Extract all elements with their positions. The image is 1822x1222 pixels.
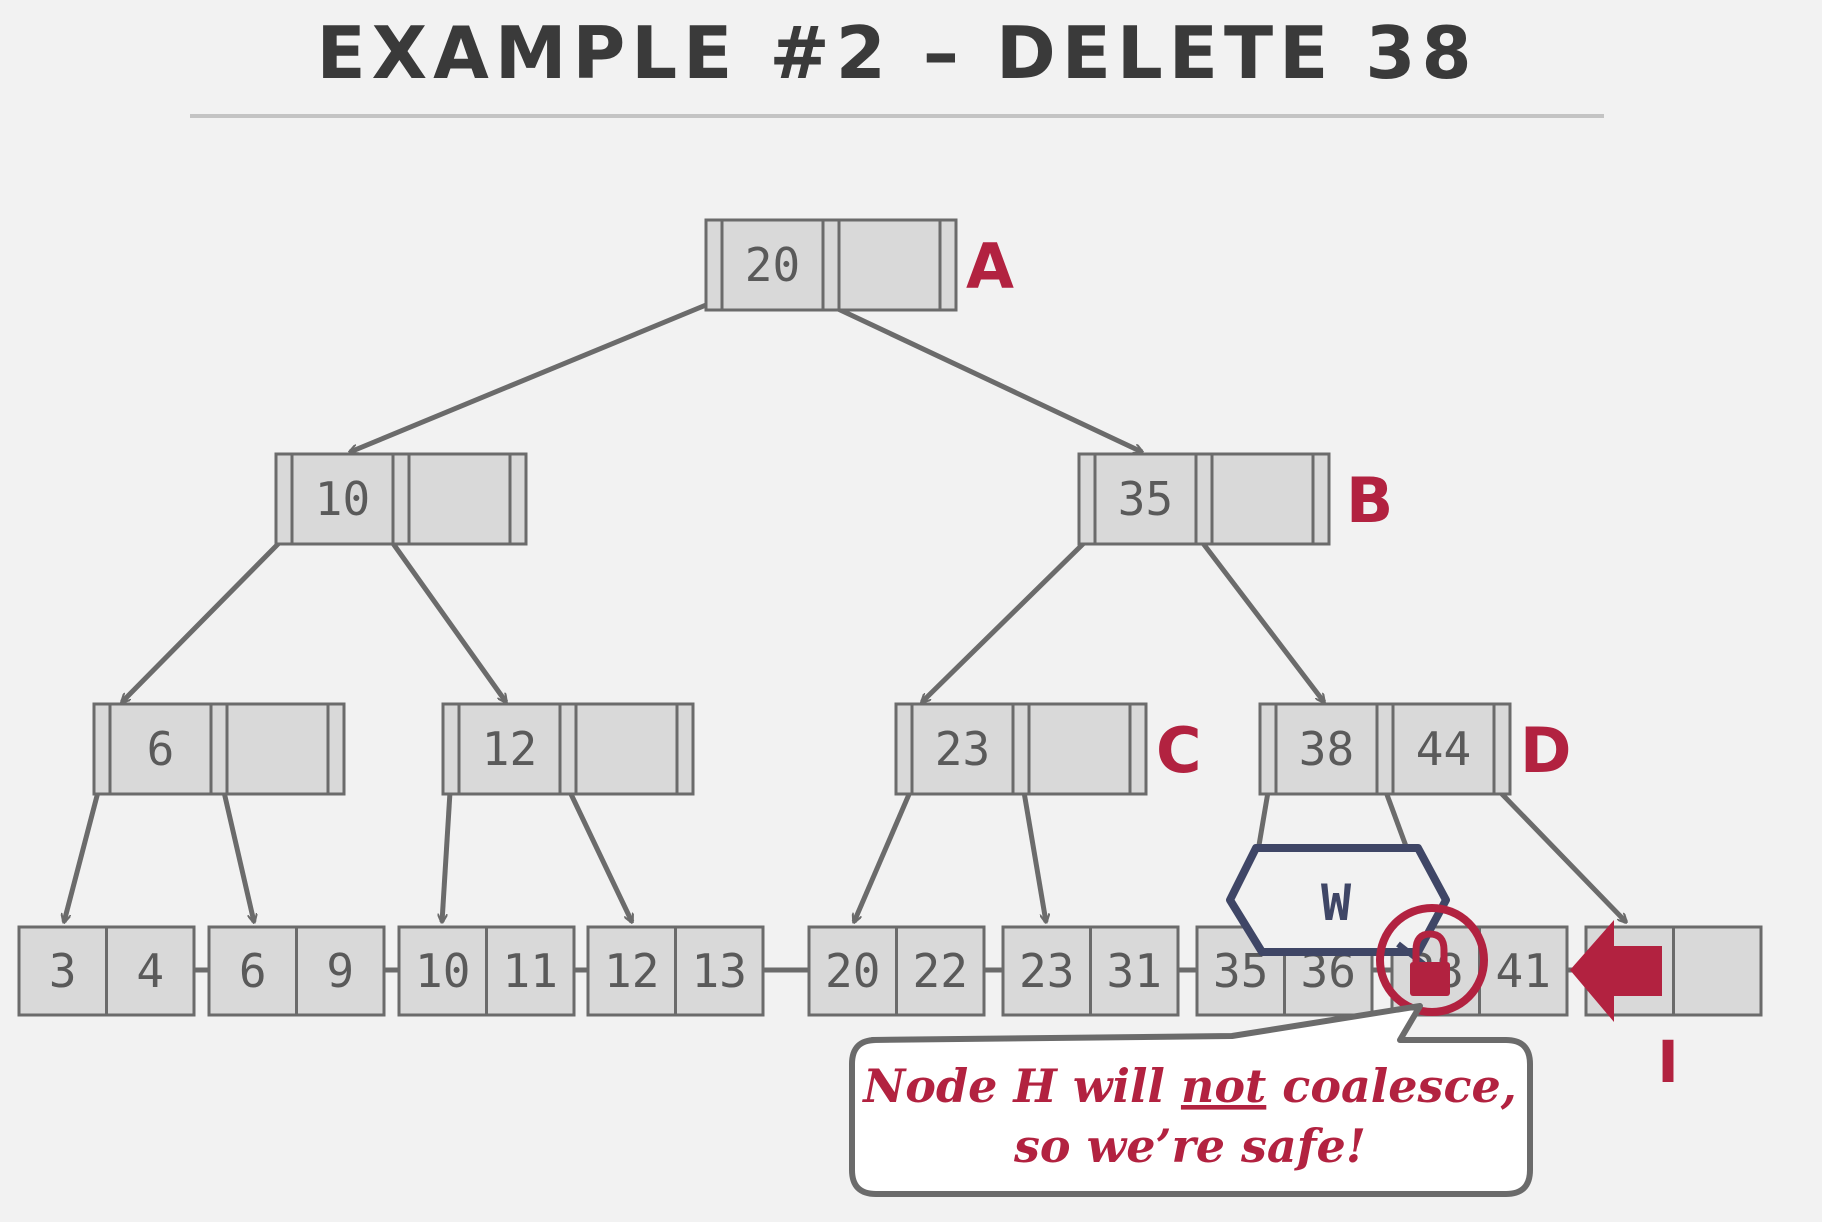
- inner-node-12: 12: [441, 702, 695, 796]
- edge-left-inner-1: [122, 540, 282, 702]
- node-label: D: [1520, 714, 1571, 787]
- callout-line-1: Node H will not coalesce,: [861, 1059, 1517, 1113]
- write-lock-badge: W: [1226, 844, 1450, 956]
- leaf-key: 12: [604, 944, 659, 998]
- edge-a-left: [350, 302, 707, 452]
- inner-node-d: 38 44 D: [1258, 702, 1571, 796]
- node-frame: [274, 452, 528, 546]
- edge-left-inner-2: [389, 540, 506, 702]
- edge-b-right: [1200, 540, 1324, 702]
- lock-icon: [1410, 930, 1450, 996]
- inner-node-c: 23 C: [894, 702, 1202, 796]
- node-key: 10: [315, 472, 370, 526]
- leaf-key: 20: [825, 944, 880, 998]
- leaf-key: 31: [1107, 944, 1162, 998]
- node-key: 38: [1299, 722, 1354, 776]
- edge-a-right: [834, 305, 1142, 455]
- leaf-key: 6: [239, 944, 267, 998]
- node-frame: [1258, 702, 1512, 796]
- edge-d-3: [1498, 790, 1626, 922]
- callout-line-1-post: coalesce,: [1266, 1059, 1516, 1113]
- leaf-key: 3: [49, 944, 77, 998]
- edge-12-right: [567, 790, 635, 922]
- node-label: A: [966, 230, 1014, 303]
- edge-6-right: [221, 791, 254, 922]
- leaf-node: 12 13: [586, 925, 765, 1017]
- node-frame: [1077, 452, 1331, 546]
- node-key: 23: [935, 722, 990, 776]
- node-key: 6: [147, 722, 175, 776]
- edge-6-left: [64, 791, 101, 922]
- node-frame: [92, 702, 346, 796]
- tree-edges: [64, 302, 1626, 922]
- inner-node-6: 6: [92, 702, 346, 796]
- leaf-node: 10 11: [397, 925, 576, 1017]
- node-frame: [441, 702, 695, 796]
- leaf-key: 11: [503, 944, 558, 998]
- edge-12-left: [442, 791, 453, 922]
- inner-node-b: 35 B: [1077, 452, 1393, 546]
- edge-c-right: [1021, 791, 1046, 922]
- node-label-i: I: [1657, 1028, 1679, 1096]
- page-title: EXAMPLE #2 – DELETE 38: [316, 11, 1477, 95]
- node-key: 12: [482, 722, 537, 776]
- callout-emphasis: not: [1181, 1059, 1266, 1113]
- node-label: B: [1346, 464, 1393, 537]
- inner-node-10: 10: [274, 452, 528, 546]
- node-frame: [704, 218, 958, 312]
- node-label: C: [1156, 714, 1202, 787]
- leaf-key: 22: [913, 944, 968, 998]
- inner-node-a: 20 A: [704, 218, 1014, 312]
- callout-line-1-pre: Node H will: [861, 1059, 1181, 1113]
- leaf-key: 4: [136, 944, 164, 998]
- callout-bubble: Node H will not coalesce, so we’re safe!: [849, 1003, 1533, 1197]
- pointer-arrow-icon: [1570, 920, 1662, 1022]
- leaf-key: 13: [692, 944, 747, 998]
- leaf-key: 10: [415, 944, 470, 998]
- leaf-key: 41: [1496, 944, 1551, 998]
- node-key: 20: [745, 238, 800, 292]
- node-frame: [894, 702, 1148, 796]
- lock-mode-label: W: [1321, 874, 1352, 932]
- callout-line-2: so we’re safe!: [1013, 1119, 1366, 1173]
- node-key: 35: [1118, 472, 1173, 526]
- edge-b-left: [922, 540, 1087, 702]
- leaf-key: 23: [1019, 944, 1074, 998]
- node-key: 44: [1416, 722, 1471, 776]
- edge-c-left: [854, 791, 913, 922]
- leaf-node: 23 31: [1001, 925, 1180, 1017]
- leaf-key: 9: [326, 944, 354, 998]
